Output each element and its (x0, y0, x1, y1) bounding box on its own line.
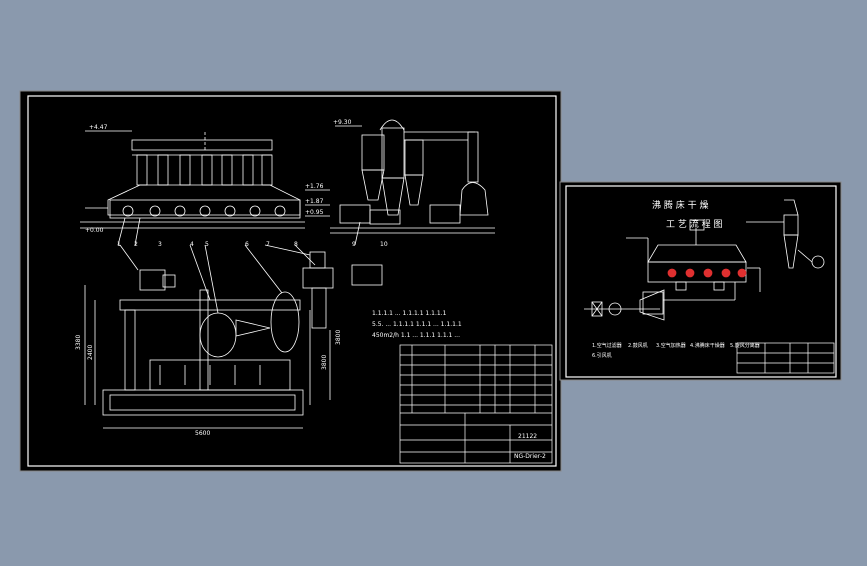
dryer-elevation-view (80, 130, 305, 246)
part-number: 9 (352, 241, 356, 248)
dim-height-left2: 2400 (87, 345, 94, 360)
part-number: 10 (380, 241, 388, 248)
part-number: 5 (205, 241, 209, 248)
elevation-low: +0.95 (305, 209, 324, 216)
elevation-mid1: +1.76 (305, 183, 324, 190)
elevation-right-top: +9.30 (333, 119, 352, 126)
parts-list-table (399, 344, 553, 464)
elevation-base: +0.00 (85, 227, 104, 234)
cyclone-fan-elevation (305, 119, 495, 246)
flow-diagram-subtitle: 工 艺 流 程 图 (666, 218, 722, 230)
part-number: 4 (190, 241, 194, 248)
dim-height-right: 3800 (335, 330, 342, 345)
elevation-mid2: +1.87 (305, 198, 324, 205)
part-number: 3 (158, 241, 162, 248)
part-number: 7 (266, 241, 270, 248)
tech-note-2: 5.5. ... 1.1.1.1 1.1.1 ... 1.1.1.1 (372, 321, 462, 328)
dim-height-mid: 3800 (321, 355, 328, 370)
drawing-sheet-2 (559, 181, 842, 381)
sheet2-title-block (736, 342, 835, 374)
title-block-name: NG-Drier-2 (514, 453, 546, 460)
elevation-top: +4.47 (89, 124, 108, 131)
part-number: 2 (134, 241, 138, 248)
legend-item: 3.空气加热器 (656, 342, 686, 349)
sheet1-labels: +4.47 +9.30 +1.76 +1.87 +0.95 +0.00 1 2 … (75, 119, 546, 460)
dim-height-left: 3380 (75, 335, 82, 350)
tech-note-1: 1.1.1.1 ... 1.1.1.1 1.1.1.1 (372, 310, 447, 317)
dryer-plan-view (84, 244, 383, 429)
sheet2-labels: 沸 腾 床 干 燥 工 艺 流 程 图 1.空气过滤器 2.鼓风机 3.空气加热… (592, 199, 760, 359)
legend-item: 5.旋风分离器 (730, 342, 760, 349)
legend-item: 1.空气过滤器 (592, 342, 622, 349)
drawing-sheet-1 (19, 90, 562, 472)
part-number: 6 (245, 241, 249, 248)
legend-item: 4.沸腾床干燥器 (690, 342, 725, 349)
title-block-code: 21122 (518, 433, 537, 440)
part-number: 1 (117, 241, 121, 248)
dim-width: 5600 (195, 430, 210, 437)
part-number: 8 (294, 241, 298, 248)
flow-diagram-title: 沸 腾 床 干 燥 (652, 199, 708, 211)
process-flow-diagram (584, 199, 825, 321)
legend-item: 6.引风机 (592, 352, 612, 359)
legend-item: 2.鼓风机 (628, 342, 648, 349)
tech-note-3: 450m2/h 1.1 ... 1.1.1 1.1.1 ... (372, 332, 460, 339)
